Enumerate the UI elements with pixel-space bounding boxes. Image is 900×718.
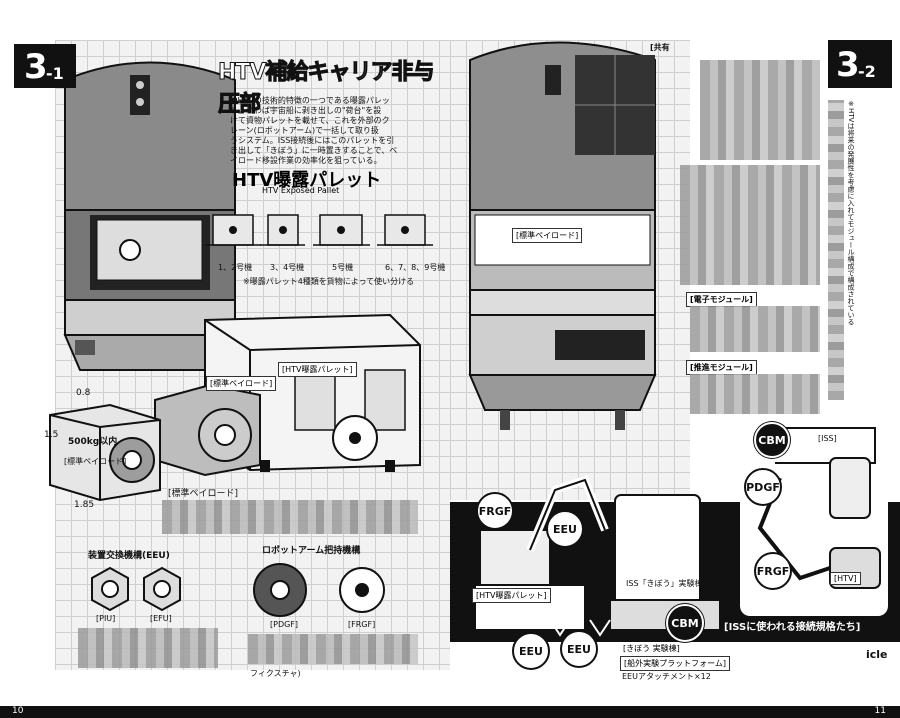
grapple-heading: ロボットアーム把持機構: [262, 546, 361, 556]
standards-caption: [ISSに使われる接続規格たち]: [724, 622, 861, 633]
eeu-badge: EEU: [546, 510, 584, 548]
eeu-badge: EEU: [512, 632, 550, 670]
blurred-text-block: [162, 500, 418, 534]
cbm-badge: CBM: [754, 422, 790, 458]
intro-line: ト。いわば宇宙船に剥き出しの"荷台"を設: [230, 106, 382, 115]
footer-band: [0, 706, 450, 718]
dimension-side: 1.5: [44, 430, 59, 440]
pallet-note: ※曝露パレット4種類を貨物によって使い分ける: [243, 277, 415, 286]
kibo-module-label: ISS「きぼう」実験棟: [626, 579, 703, 588]
blurred-text-block: [680, 165, 820, 285]
blurred-text-block: [248, 634, 418, 664]
section-tab: 3 -1: [14, 44, 76, 88]
intro-line: うシステム。ISS接続後にはこのパレットを引: [230, 136, 395, 145]
pallet-variant-label: 5号機: [332, 263, 354, 272]
pdgf-badge: PDGF: [744, 468, 782, 506]
frgf-badge: FRGF: [476, 492, 514, 530]
page-title: HTV補給キャリア非与圧部: [218, 60, 435, 118]
section-tab-suffix: -2: [858, 62, 876, 81]
pallet-title: HTV曝露パレット: [232, 170, 382, 191]
intro-paragraph: ■HTVの技術的特徴の一つである曝露パレッ ト。いわば宇宙船に剥き出しの"荷台"…: [230, 96, 430, 166]
iss-label: [ISS]: [818, 434, 837, 443]
left-page: 3 -1 HTV補給キャリア非与圧部 ■HTVの技術的特徴の一つである曝露パレッ…: [0, 40, 450, 718]
dimension-top: 0.8: [76, 388, 91, 398]
intro-line: けて資物パレットを載せて、これを外部のク: [230, 116, 390, 125]
right-page: [共有 [標準ペイロード] [電子モジュール] [推進モジュール] 3 -2 ※…: [450, 0, 900, 718]
frgf-badge: FRGF: [754, 552, 792, 590]
pallet-diagram-label: [HTV曝露パレット]: [472, 588, 551, 603]
grapple-item-label: [PDGF]: [270, 620, 299, 629]
edge-text: icle: [866, 648, 888, 661]
blurred-text-block: [700, 60, 820, 160]
grapple-item-label: [FRGF]: [348, 620, 376, 629]
eeu-item-label: [EFU]: [150, 614, 172, 623]
mechanism-icons: [91, 563, 385, 617]
page-number: 10: [8, 706, 28, 716]
intro-line: ■HTVの技術的特徴の一つである曝露パレッ: [230, 96, 390, 105]
htv-label: [HTV]: [830, 572, 861, 585]
pallet-variant-label: 1、2号機: [218, 263, 253, 272]
eeu-badge: EEU: [560, 630, 598, 668]
payload-box-label: [標準ペイロード]: [64, 457, 127, 466]
fixture-caption: フィクスチャ): [250, 669, 301, 678]
pallet-variants-illustration: [205, 214, 433, 246]
cbm-badge: CBM: [666, 604, 704, 642]
shared-label: [共有: [650, 43, 670, 52]
exposed-pallet-illustration: [154, 313, 421, 477]
section-tab: 3 -2: [828, 40, 892, 88]
blurred-text-block: [78, 628, 218, 668]
payload-box-illustration: [49, 403, 161, 502]
propulsion-module-label: [推進モジュール]: [686, 360, 757, 375]
eeu-item-label: [PIU]: [96, 614, 116, 623]
dimension-bottom: 1.85: [74, 500, 95, 510]
payload-label-small: [標準ペイロード]: [206, 376, 277, 391]
standard-payload-heading: [標準ペイロード]: [168, 489, 239, 499]
pallet-variant-label: 6、7、8、9号機: [385, 263, 446, 272]
intro-line: レーン(ロボットアーム)で一括して取り扱: [230, 126, 379, 135]
pallet-label: [HTV曝露パレット]: [278, 362, 357, 377]
pallet-variant-label: 3、4号機: [270, 263, 305, 272]
footer-band: [450, 706, 900, 718]
kibo-caption: [きぼう 実験棟]: [623, 644, 680, 653]
platform-caption: [船外実験プラットフォーム]: [620, 656, 731, 671]
page-number: 11: [870, 706, 890, 716]
section-tab-number: 3: [24, 47, 48, 87]
electronics-module-label: [電子モジュール]: [686, 292, 757, 307]
section-tab-number: 3: [836, 45, 860, 85]
section-tab-suffix: -1: [46, 64, 64, 83]
pallet-subtitle: HTV Exposed Pallet: [262, 186, 340, 195]
vertical-note: ※HTVは将来の発展性を考慮に入れてモジュール構成で構成されている: [847, 100, 855, 326]
htv-cutaway-illustration: [468, 41, 657, 430]
htv-vehicle-illustration: [63, 61, 237, 371]
blurred-vertical-text: [828, 100, 844, 400]
attachment-caption: EEUアタッチメント×12: [622, 672, 711, 681]
std-payload-label: [標準ペイロード]: [512, 228, 583, 243]
intro-line: き出して「きぼう」に一時置きすることで、ベ: [230, 146, 398, 155]
intro-line: イロード移設作業の効率化を狙っている。: [230, 156, 382, 165]
eeu-heading: 装置交換機構(EEU): [88, 551, 170, 561]
blurred-text-block: [690, 374, 820, 414]
payload-weight: 500kg以内: [68, 437, 118, 447]
blurred-text-block: [690, 306, 820, 352]
